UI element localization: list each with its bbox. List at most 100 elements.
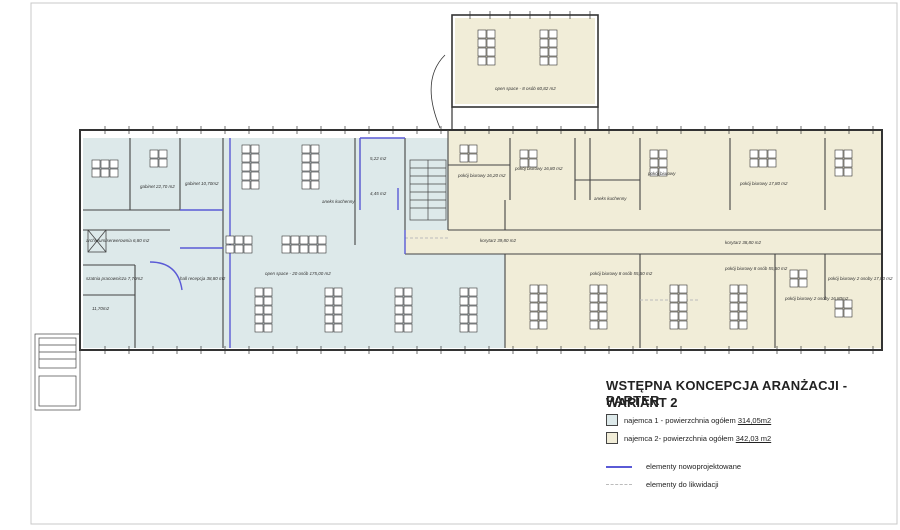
desk xyxy=(281,244,291,254)
desk xyxy=(468,153,478,163)
desk xyxy=(100,168,110,178)
room-label: korytarz 38,80 m2 xyxy=(725,240,762,245)
room-label: korytarz 39,80 m2 xyxy=(480,238,517,243)
desk xyxy=(589,284,599,294)
desk xyxy=(738,302,748,312)
desk xyxy=(333,305,343,315)
desk xyxy=(538,284,548,294)
desk xyxy=(459,153,469,163)
legend-line-removed xyxy=(606,484,632,485)
plan-title: WSTĘPNA KONCEPCJA ARANŻACJI - PARTER xyxy=(606,378,848,408)
desk xyxy=(254,305,264,315)
desk xyxy=(459,305,469,315)
desk xyxy=(468,314,478,324)
building-outline xyxy=(79,129,883,351)
room-label: aneks kuchenny xyxy=(322,199,355,204)
desk xyxy=(263,323,273,333)
desk xyxy=(468,323,478,333)
desk xyxy=(254,287,264,297)
desk xyxy=(324,314,334,324)
desk xyxy=(598,293,608,303)
desk xyxy=(468,305,478,315)
legend-label-tenant2: najemca 2- powierzchnia ogółem 342,03 m2 xyxy=(624,434,772,443)
desk xyxy=(538,320,548,330)
room-label: szatnia pracownicza 7,70m2 xyxy=(86,276,143,281)
tenant2-zone-corridor xyxy=(405,230,881,254)
desk xyxy=(468,287,478,297)
desk xyxy=(301,162,311,172)
desk xyxy=(486,47,496,57)
desk xyxy=(310,162,320,172)
legend-line-new xyxy=(606,466,632,468)
legend-swatch-tenant1 xyxy=(606,414,618,426)
room-labels: gabinet 22,70 m2 gabinet 10,70m2 archiwu… xyxy=(86,86,893,311)
desk xyxy=(729,293,739,303)
desk xyxy=(729,311,739,321)
desk xyxy=(263,287,273,297)
desk xyxy=(243,244,253,254)
desk xyxy=(798,269,808,279)
desk xyxy=(843,308,853,318)
desk xyxy=(243,235,253,245)
desk xyxy=(529,311,539,321)
desk xyxy=(250,144,260,154)
desk xyxy=(843,299,853,309)
desk-groups xyxy=(91,29,853,333)
desk xyxy=(301,180,311,190)
desk xyxy=(459,314,469,324)
desk xyxy=(468,144,478,154)
desk xyxy=(477,47,487,57)
desk xyxy=(729,284,739,294)
desk xyxy=(649,149,659,159)
room-label: 4,45 m2 xyxy=(370,191,387,196)
desk xyxy=(589,311,599,321)
desk xyxy=(403,305,413,315)
desk xyxy=(598,320,608,330)
tenant2-zone-annex xyxy=(455,18,595,104)
desk xyxy=(225,235,235,245)
desk xyxy=(529,320,539,330)
legend-label-new: elementy nowoprojektowane xyxy=(646,462,742,471)
desk xyxy=(538,311,548,321)
desk xyxy=(333,314,343,324)
desk xyxy=(459,323,469,333)
desk xyxy=(290,244,300,254)
desk xyxy=(548,56,558,66)
room-label: pokój biurowy 16,80 m2 xyxy=(514,166,563,171)
desk xyxy=(529,302,539,312)
desk xyxy=(767,149,777,159)
desk xyxy=(519,149,529,159)
desk xyxy=(241,144,251,154)
desk xyxy=(738,320,748,330)
desk xyxy=(528,149,538,159)
desk xyxy=(301,144,311,154)
legend-label-tenant1: najemca 1 - powierzchnia ogółem 314,05m2 xyxy=(624,416,772,425)
desk xyxy=(234,244,244,254)
desk xyxy=(843,158,853,168)
desk xyxy=(281,235,291,245)
desk xyxy=(324,287,334,297)
desk xyxy=(486,38,496,48)
desk xyxy=(834,299,844,309)
desk xyxy=(843,149,853,159)
desk xyxy=(100,159,110,169)
desk xyxy=(308,244,318,254)
desk xyxy=(669,320,679,330)
desk xyxy=(538,293,548,303)
desk xyxy=(669,302,679,312)
plan-subtitle: WARIANT 2 xyxy=(606,395,678,410)
desk xyxy=(301,153,311,163)
desk xyxy=(459,287,469,297)
desk xyxy=(738,293,748,303)
desk xyxy=(290,235,300,245)
desk xyxy=(254,296,264,306)
desk xyxy=(548,29,558,39)
desk xyxy=(539,38,549,48)
desk xyxy=(843,167,853,177)
desk xyxy=(109,159,119,169)
window-marks xyxy=(104,11,874,354)
desk xyxy=(658,158,668,168)
desk xyxy=(468,296,478,306)
